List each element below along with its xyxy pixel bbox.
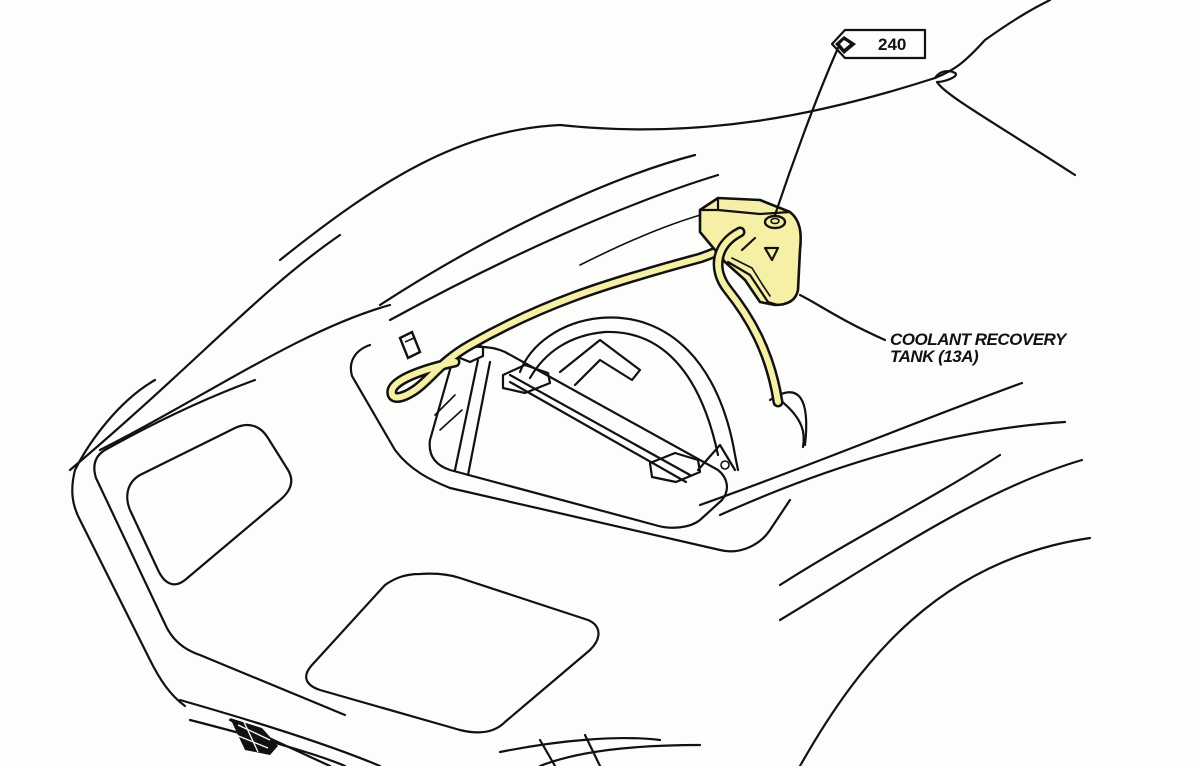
headlamp-door-left [126,423,293,586]
coolant-recovery-tank [698,196,802,307]
reference-number: 240 [878,35,906,54]
cowl-contour [278,123,741,322]
hood-opening [349,343,792,553]
grille [230,718,278,755]
radiator-shroud [518,316,740,472]
callout-line-1: COOLANT RECOVERY [890,330,1068,349]
body-outline-left [68,233,392,717]
headlamp-door-right [305,572,600,734]
callout-coolant-recovery-tank: COOLANT RECOVERY TANK (13A) [798,293,1069,366]
fender-right [698,381,1092,766]
windshield-outline [558,0,1077,177]
coolant-recovery-system [386,196,802,408]
callout-line-2: TANK (13A) [890,347,979,366]
air-cleaner-housing [428,338,728,529]
hose-clip [398,330,422,360]
reference-tag: 240 [773,28,927,217]
